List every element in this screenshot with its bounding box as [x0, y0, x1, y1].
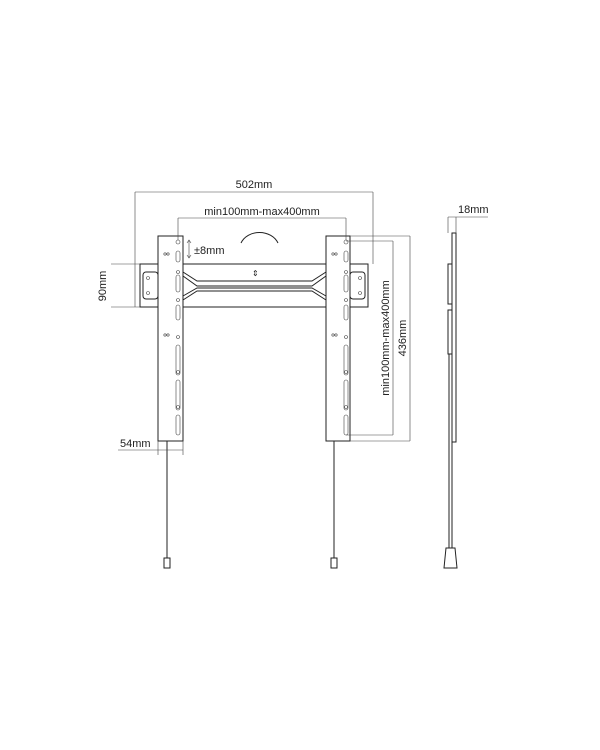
overall-height-label: 436mm: [397, 320, 409, 357]
front-view: ⇕ 502mm min100mm-max400mm ±8mm 90mm 54mm…: [97, 179, 411, 569]
side-hook: [447, 309, 453, 355]
bracket-hole: [331, 252, 335, 256]
bracket-hole: [175, 250, 181, 263]
overall-width-label: 502mm: [236, 179, 273, 191]
level-mark: ⇕: [252, 269, 259, 278]
bracket-hole: [166, 333, 170, 337]
bracket-hole: [343, 379, 349, 411]
bracket-hole: [175, 379, 181, 411]
bracket-hole: [166, 252, 170, 256]
bracket-hole: [175, 344, 181, 376]
bracket-holes: [163, 239, 349, 436]
right-cord-pull[interactable]: [330, 557, 338, 569]
bracket-hole: [343, 304, 349, 321]
rail-height-label: 90mm: [97, 271, 109, 302]
bracket-hole: [344, 298, 348, 302]
vesa-vertical-label: min100mm-max400mm: [380, 280, 392, 396]
bracket-hole: [343, 250, 349, 263]
bracket-hole: [343, 274, 349, 293]
bracket-hole: [175, 274, 181, 293]
bracket-hole: [176, 335, 180, 339]
bracket-hole: [344, 405, 348, 409]
depth-label: 18mm: [458, 204, 489, 216]
side-bracket: [451, 232, 457, 443]
bracket-hole: [163, 252, 167, 256]
left-bracket: [157, 235, 184, 442]
bracket-hole: [175, 414, 181, 436]
bracket-hole: [344, 370, 348, 374]
rail-upper-bar: [182, 271, 327, 287]
bracket-hole: [334, 252, 338, 256]
bracket-hole: [334, 333, 338, 337]
bracket-hole: [176, 298, 180, 302]
bracket-hole: [176, 270, 180, 274]
side-rail: [447, 263, 453, 305]
bracket-hole: [176, 370, 180, 374]
bracket-hole: [331, 333, 335, 337]
side-cord-pull: [443, 547, 458, 569]
bracket-width-label: 54mm: [120, 438, 151, 450]
bracket-hole: [344, 335, 348, 339]
bracket-hole: [163, 333, 167, 337]
left-cord-pull[interactable]: [163, 557, 171, 569]
rotation-arc-icon: [240, 232, 279, 244]
bracket-hole: [175, 304, 181, 321]
side-view: 18mm: [443, 204, 489, 569]
bracket-hole: [344, 270, 348, 274]
vesa-horizontal-label: min100mm-max400mm: [204, 206, 320, 218]
bracket-hole: [343, 344, 349, 376]
vertical-adjust-label: ±8mm: [194, 245, 224, 257]
bracket-hole: [176, 405, 180, 409]
rail-lower-bar: [182, 287, 327, 301]
